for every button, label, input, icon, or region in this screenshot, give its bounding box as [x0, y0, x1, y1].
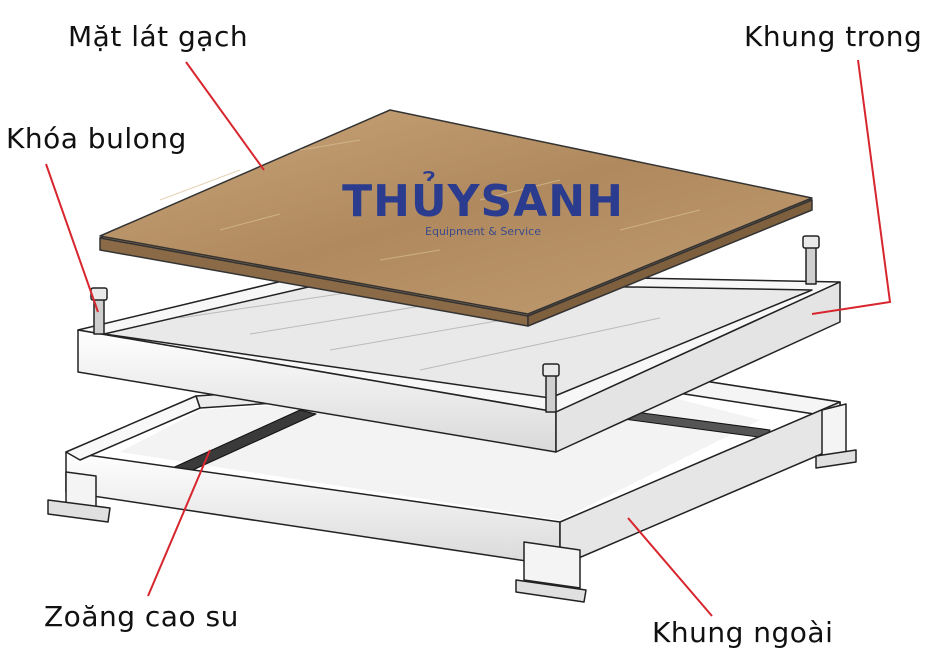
- leader-khung-ngoai: [627, 517, 713, 617]
- brand-watermark: THỦYSANH Equipment & Service: [333, 176, 633, 238]
- bolt-front: [542, 363, 560, 413]
- label-mat-lat-gach: Mặt lát gạch: [68, 20, 249, 53]
- leader-khoa-bulong: [45, 163, 99, 313]
- brand-name: THỦYSANH: [342, 176, 624, 227]
- inner-frame: [77, 235, 841, 453]
- brand-tagline: Equipment & Service: [425, 225, 541, 238]
- bolt-left: [90, 287, 108, 335]
- label-khoa-bulong: Khóa bulong: [6, 122, 187, 155]
- leader-khung-trong: [811, 59, 892, 315]
- label-khung-ngoai: Khung ngoài: [652, 616, 834, 649]
- label-khung-trong: Khung trong: [744, 20, 923, 53]
- bolt-back: [802, 235, 820, 285]
- leader-mat-lat-gach: [185, 61, 265, 171]
- leader-zoang-cao-su: [147, 449, 211, 597]
- label-zoang-cao-su: Zoăng cao su: [44, 600, 239, 633]
- tile-plate: [99, 109, 813, 327]
